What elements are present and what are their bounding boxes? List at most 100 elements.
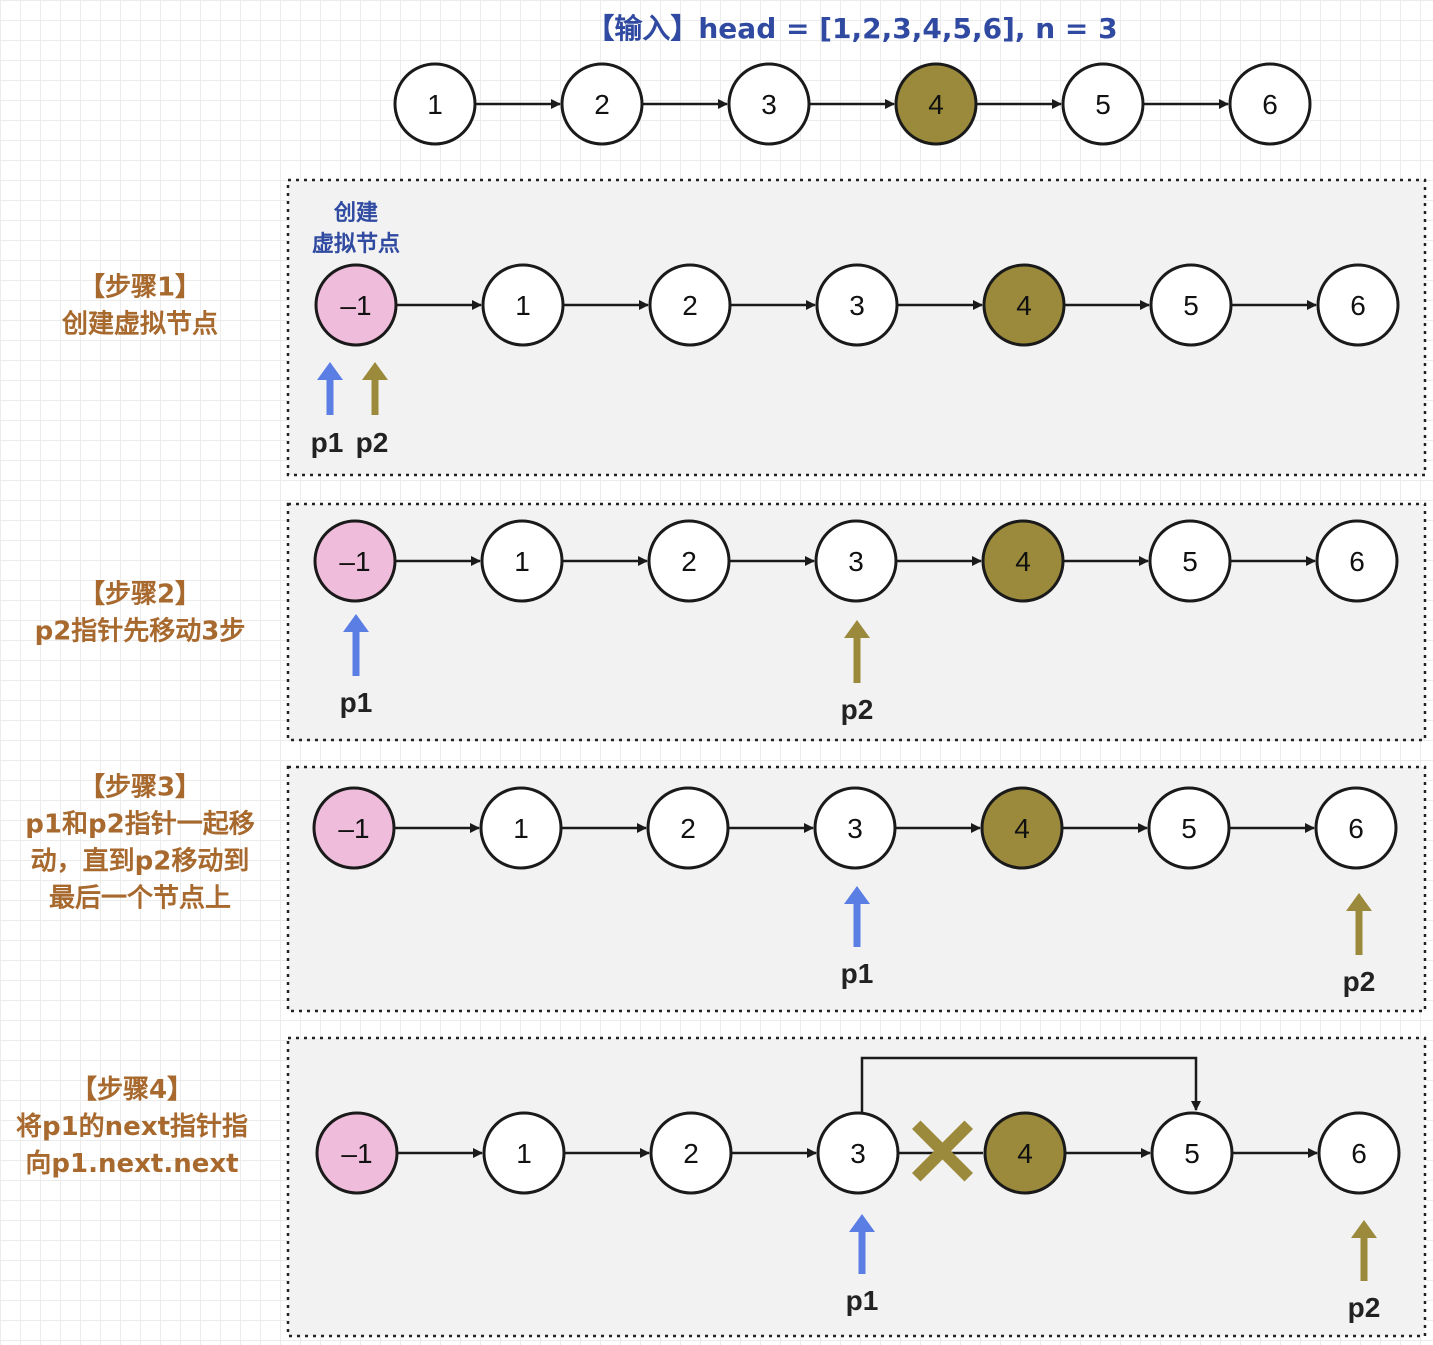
step-3-label-line-1: 【步骤3】 xyxy=(79,772,201,803)
step-3-node-6-circle xyxy=(1147,786,1231,870)
step-4-node-7-value: 6 xyxy=(1351,1138,1367,1169)
step-3-node-4-circle xyxy=(813,786,897,870)
input-node-5: 5 xyxy=(1061,62,1145,146)
step-4-node-2-value: 1 xyxy=(516,1138,532,1169)
step-1-node-3: 2 xyxy=(648,263,732,347)
step-4-node-3-circle xyxy=(649,1111,733,1195)
step-4-node-1: –1 xyxy=(315,1111,399,1195)
p1-pointer-step-2-arrowhead xyxy=(343,614,369,632)
step-3-node-1: –1 xyxy=(312,786,396,870)
step-1-node-3-value: 2 xyxy=(682,290,698,321)
step-3-label-line-4: 最后一个节点上 xyxy=(49,883,231,914)
p1-pointer-step-1-arrowhead xyxy=(317,362,343,380)
step-4-label-line-3: 向p1.next.next xyxy=(25,1148,238,1179)
step-3-node-2: 1 xyxy=(479,786,563,870)
p2-pointer-step-4: p2 xyxy=(1348,1220,1380,1323)
step-4-node-1-value: –1 xyxy=(341,1138,372,1169)
input-node-4-circle xyxy=(894,62,978,146)
diagram-title: 【输入】head = [1,2,3,4,5,6], n = 3 xyxy=(586,12,1117,45)
step-1-node-6: 5 xyxy=(1149,263,1233,347)
step-1-node-7-circle xyxy=(1316,263,1400,347)
step-1-node-2-value: 1 xyxy=(515,290,531,321)
step-3-node-7-circle xyxy=(1314,786,1398,870)
step-4-node-7-circle xyxy=(1317,1111,1401,1195)
step-3-node-7: 6 xyxy=(1314,786,1398,870)
step-2-node-1: –1 xyxy=(313,519,397,603)
cross-icon xyxy=(912,1120,973,1182)
step-3-node-6: 5 xyxy=(1147,786,1231,870)
p1-pointer-step-3-label: p1 xyxy=(841,958,874,989)
input-node-5-value: 5 xyxy=(1095,89,1111,120)
step-2-node-7-value: 6 xyxy=(1349,546,1365,577)
input-node-4: 4 xyxy=(894,62,978,146)
step-2-node-5-circle xyxy=(981,519,1065,603)
p1-pointer-step-3-arrowhead xyxy=(844,886,870,904)
step-3-node-3-value: 2 xyxy=(680,813,696,844)
step-1-label-line-1: 【步骤1】 xyxy=(79,272,201,303)
step-4-node-2-circle xyxy=(482,1111,566,1195)
step-1-node-7: 6 xyxy=(1316,263,1400,347)
step-3-node-7-value: 6 xyxy=(1348,813,1364,844)
p2-pointer-step-4-arrowhead xyxy=(1351,1220,1377,1238)
step-3-label-line-2: p1和p2指针一起移 xyxy=(25,810,254,840)
step-1-node-2: 1 xyxy=(481,263,565,347)
step-4-label-line-2: 将p1的next指针指 xyxy=(16,1111,248,1142)
dummy-node-label-line-2: 虚拟节点 xyxy=(312,231,400,257)
input-node-3-circle xyxy=(727,62,811,146)
step-2-node-7-circle xyxy=(1315,519,1399,603)
p2-pointer-step-3-label: p2 xyxy=(1343,966,1376,997)
step-2-node-6-circle xyxy=(1148,519,1232,603)
step-3-node-2-value: 1 xyxy=(513,813,529,844)
step-4-node-3: 2 xyxy=(649,1111,733,1195)
step-4-node-7: 6 xyxy=(1317,1111,1401,1195)
step-2-node-1-circle xyxy=(313,519,397,603)
step-4-node-3-value: 2 xyxy=(683,1138,699,1169)
step-3-node-6-value: 5 xyxy=(1181,813,1197,844)
step-3-node-4: 3 xyxy=(813,786,897,870)
step-1-node-6-circle xyxy=(1149,263,1233,347)
p1-pointer-step-4-label: p1 xyxy=(846,1285,879,1316)
step-1-node-3-circle xyxy=(648,263,732,347)
p2-pointer-step-1: p2 xyxy=(356,362,389,458)
input-node-6-circle xyxy=(1228,62,1312,146)
p2-pointer-step-1-label: p2 xyxy=(356,427,389,458)
step-1-node-4-value: 3 xyxy=(849,290,865,321)
step-4-node-4-value: 3 xyxy=(850,1138,866,1169)
step-4-label-line-1: 【步骤4】 xyxy=(71,1074,193,1105)
p1-pointer-step-2: p1 xyxy=(340,614,372,718)
step-2-node-2: 1 xyxy=(480,519,564,603)
step-2-node-3-circle xyxy=(647,519,731,603)
bypass-link xyxy=(860,1056,1201,1113)
step-3-node-1-circle xyxy=(312,786,396,870)
p1-pointer-step-4: p1 xyxy=(846,1214,879,1316)
input-node-1-circle xyxy=(393,62,477,146)
step-3-node-5-value: 4 xyxy=(1014,813,1030,844)
step-2-node-3: 2 xyxy=(647,519,731,603)
step-1-node-1-value: –1 xyxy=(340,290,371,321)
step-2-node-1-value: –1 xyxy=(339,546,370,577)
step-3-node-4-value: 3 xyxy=(847,813,863,844)
step-1-node-4-circle xyxy=(815,263,899,347)
p2-pointer-step-3: p2 xyxy=(1343,893,1376,997)
step-4-node-4: 3 xyxy=(816,1111,900,1195)
step-1-node-4: 3 xyxy=(815,263,899,347)
step-3-node-2-circle xyxy=(479,786,563,870)
input-node-2-value: 2 xyxy=(594,89,610,120)
p2-pointer-step-1-arrowhead xyxy=(362,362,388,380)
step-4-node-1-circle xyxy=(315,1111,399,1195)
step-4-node-2: 1 xyxy=(482,1111,566,1195)
p2-pointer-step-2: p2 xyxy=(841,620,873,725)
step-4-node-5-circle xyxy=(983,1111,1067,1195)
step-3-node-3-circle xyxy=(646,786,730,870)
p2-pointer-step-3-arrowhead xyxy=(1346,893,1372,911)
step-1-node-1-circle xyxy=(314,263,398,347)
input-node-5-circle xyxy=(1061,62,1145,146)
input-node-3: 3 xyxy=(727,62,811,146)
step-4-node-5-value: 4 xyxy=(1017,1138,1033,1169)
p1-pointer-step-3: p1 xyxy=(841,886,874,989)
dummy-node-label-line-1: 创建 xyxy=(333,201,378,226)
